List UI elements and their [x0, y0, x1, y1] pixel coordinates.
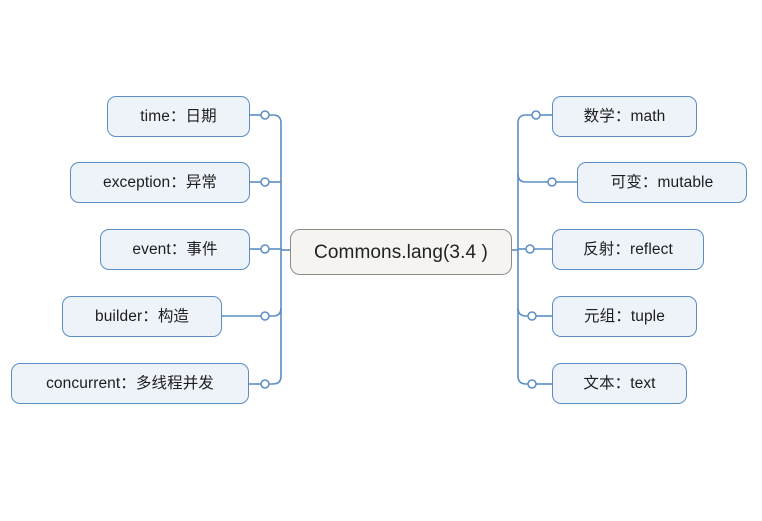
branch-label-exception: exception：异常	[102, 173, 218, 191]
branch-node-text[interactable]: 文本：text	[552, 363, 687, 404]
wire-mutable-curve	[517, 173, 548, 183]
connector-dot-concurrent	[260, 379, 270, 389]
connector-dot-tuple	[527, 311, 537, 321]
branch-label-reflect: 反射：reflect	[583, 240, 673, 258]
branch-node-tuple[interactable]: 元组：tuple	[552, 296, 697, 337]
root-node-label: Commons.lang(3.4 )	[314, 241, 488, 263]
branch-node-time[interactable]: time：日期	[107, 96, 250, 137]
branch-label-concurrent: concurrent：多线程并发	[46, 374, 214, 392]
connector-dot-time	[260, 110, 270, 120]
branch-label-tuple: 元组：tuple	[584, 307, 665, 325]
branch-label-builder: builder：构造	[94, 307, 190, 325]
wire-time-curve	[269, 114, 282, 124]
connector-dot-math	[531, 110, 541, 120]
branch-node-event[interactable]: event：事件	[100, 229, 250, 270]
branch-label-event: event：事件	[132, 240, 218, 258]
connector-dot-event	[260, 244, 270, 254]
connector-dot-text	[527, 379, 537, 389]
branch-node-builder[interactable]: builder：构造	[62, 296, 222, 337]
connector-dot-exception	[260, 177, 270, 187]
connector-dot-reflect	[525, 244, 535, 254]
branch-node-math[interactable]: 数学：math	[552, 96, 697, 137]
branch-node-mutable[interactable]: 可变：mutable	[577, 162, 747, 203]
connector-dot-builder	[260, 311, 270, 321]
wire-tuple-curve	[517, 307, 528, 317]
branch-label-math: 数学：math	[583, 107, 666, 125]
wire-text-curve	[517, 375, 528, 385]
branch-node-concurrent[interactable]: concurrent：多线程并发	[11, 363, 249, 404]
wire-concurrent-curve	[269, 375, 282, 385]
branch-label-time: time：日期	[140, 107, 217, 125]
branch-label-mutable: 可变：mutable	[610, 173, 714, 191]
branch-node-exception[interactable]: exception：异常	[70, 162, 250, 203]
branch-node-reflect[interactable]: 反射：reflect	[552, 229, 704, 270]
wire-builder-curve	[269, 307, 282, 317]
branch-label-text: 文本：text	[583, 374, 656, 392]
root-node[interactable]: Commons.lang(3.4 )	[290, 229, 512, 275]
connector-dot-mutable	[547, 177, 557, 187]
wire-math-curve	[517, 114, 532, 124]
